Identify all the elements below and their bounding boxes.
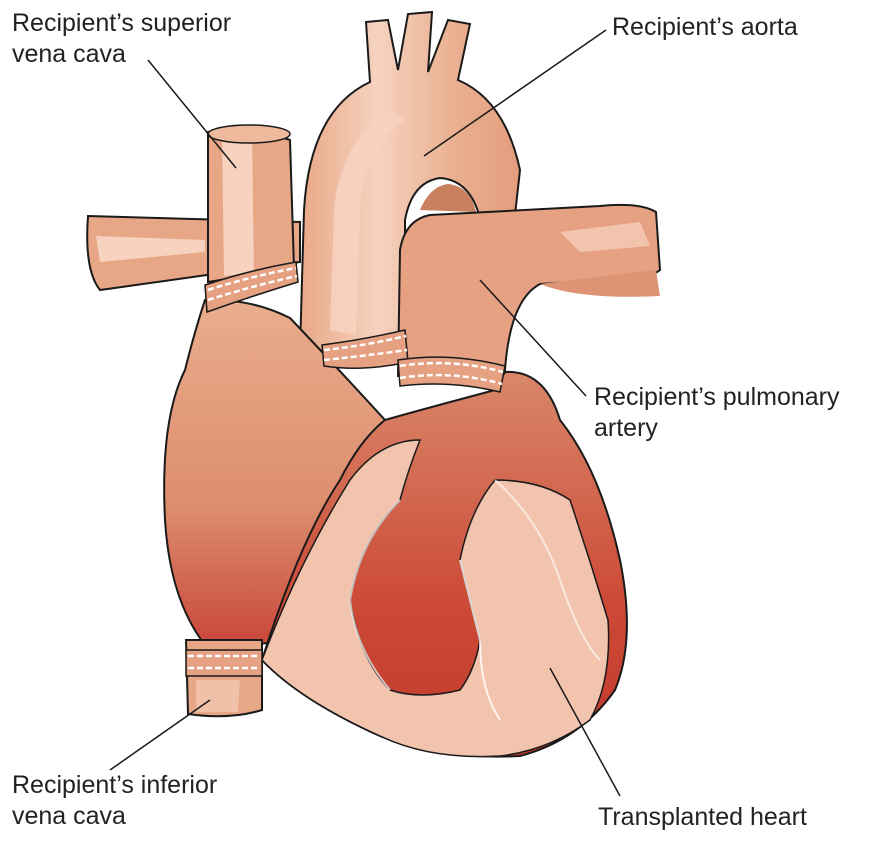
leader-pulmonary	[479, 279, 587, 397]
suture-ivc	[185, 649, 263, 677]
suture-pulmonary	[397, 356, 506, 393]
aorta	[298, 10, 522, 362]
suture-svc	[204, 261, 299, 314]
label-aorta-line1: Recipient’s aorta	[612, 13, 798, 41]
label-tx-line1: Transplanted heart	[598, 803, 807, 831]
leader-aorta	[423, 29, 607, 157]
superior-vena-cava	[207, 124, 296, 284]
label-aorta: Recipient’s aorta	[612, 12, 798, 43]
label-ivc-line1: Recipient’s inferior	[12, 771, 218, 799]
label-ivc-line2: vena cava	[12, 802, 126, 830]
label-transplanted-heart: Transplanted heart	[598, 802, 807, 833]
label-svc-line1: Recipient’s superior	[12, 9, 232, 37]
label-svc-line2: vena cava	[12, 40, 126, 68]
label-superior-vena-cava: Recipient’s superior vena cava	[12, 8, 231, 70]
leader-lines	[109, 29, 621, 797]
ventricles	[260, 370, 628, 758]
leader-svc	[147, 59, 237, 169]
leader-transplant	[549, 667, 621, 797]
label-pulmonary-artery: Recipient’s pulmonary artery	[594, 382, 840, 444]
leader-ivc	[109, 699, 211, 771]
label-pa-line1: Recipient’s pulmonary	[594, 383, 840, 411]
pulmonary-artery	[396, 203, 662, 378]
label-pa-line2: artery	[594, 414, 658, 442]
label-inferior-vena-cava: Recipient’s inferior vena cava	[12, 770, 217, 832]
